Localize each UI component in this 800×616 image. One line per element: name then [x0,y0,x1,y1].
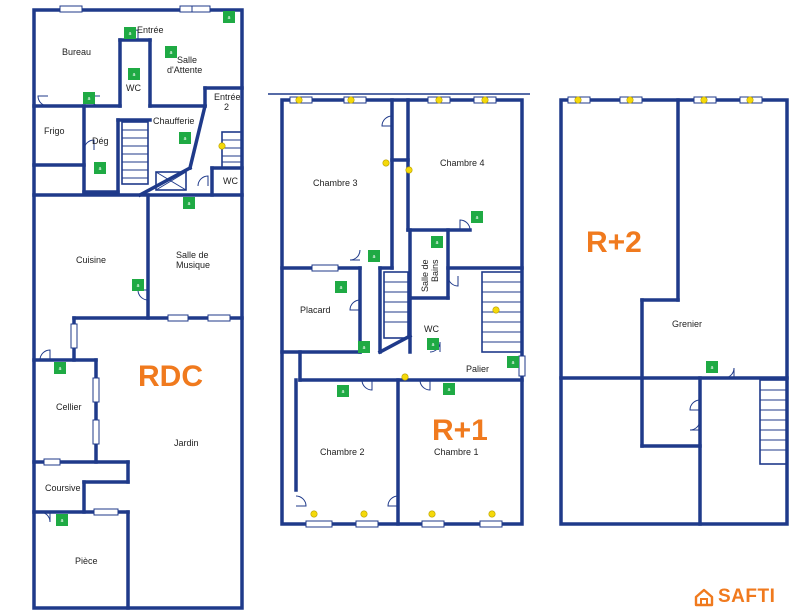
room-jardin: Jardin [174,438,199,448]
sensor-marker: a [706,361,718,373]
r1-stairs [383,271,523,353]
room-entree2-line2: 2 [224,102,229,112]
svg-text:a: a [342,389,345,395]
room-coursive: Coursive [45,483,81,493]
svg-text:a: a [184,136,187,142]
rdc-openings [37,5,231,523]
room-piece: Pièce [75,556,98,566]
room-cuisine: Cuisine [76,255,106,265]
svg-text:a: a [129,31,132,37]
sensor-marker: a [431,236,443,248]
rdc-plan: Entrée Bureau Salle d'Attente Entrée 2 W… [32,5,244,610]
room-sdb-line2: Bains [430,259,440,282]
room-frigo: Frigo [44,126,65,136]
sensor-marker: a [124,27,136,39]
svg-text:a: a [137,283,140,289]
r1-room-labels: Chambre 3 Chambre 4 Salle de Bains Placa… [300,158,489,457]
sensor-marker: a [471,211,483,223]
svg-text:a: a [170,50,173,56]
svg-text:a: a [512,360,515,366]
svg-text:a: a [363,345,366,351]
level-label-rdc: RDC [138,360,203,393]
svg-text:a: a [99,166,102,172]
svg-text:a: a [373,254,376,260]
sensor-marker: a [337,385,349,397]
room-salle-attente-line2: d'Attente [167,65,202,75]
svg-text:a: a [432,342,435,348]
level-label-r1: R+1 [432,414,488,447]
r2-stairs [759,379,788,465]
room-musique-line1: Salle de [176,250,209,260]
svg-text:a: a [228,15,231,21]
lights [218,96,754,518]
sensor-marker: a [183,197,195,209]
svg-text:a: a [448,387,451,393]
room-wc2: WC [223,176,238,186]
room-placard: Placard [300,305,331,315]
svg-text:a: a [711,365,714,371]
room-wc-r1: WC [424,324,439,334]
svg-text:a: a [436,240,439,246]
room-chambre2: Chambre 2 [320,447,365,457]
room-cellier: Cellier [56,402,82,412]
svg-text:a: a [61,518,64,524]
room-entree2-line1: Entrée [214,92,241,102]
house-icon [694,588,714,607]
room-salle-attente-line1: Salle [177,55,197,65]
room-chambre3: Chambre 3 [313,178,358,188]
sensor-marker: a [132,279,144,291]
sensor-marker: a [507,356,519,368]
room-musique-line2: Musique [176,260,210,270]
rdc-room-labels: Entrée Bureau Salle d'Attente Entrée 2 W… [44,25,241,566]
r2-plan: Grenier R+2 [559,96,789,526]
sensor-marker: a [179,132,191,144]
sensors: a a a a a a a a a a a a a a a a a a a a a [54,11,718,526]
level-label-r2: R+2 [586,226,642,259]
sensor-marker: a [335,281,347,293]
sensor-marker: a [94,162,106,174]
svg-text:a: a [188,201,191,207]
sensor-marker: a [54,362,66,374]
svg-text:a: a [133,72,136,78]
room-grenier: Grenier [672,319,702,329]
svg-text:a: a [476,215,479,221]
room-sdb-line1: Salle de [420,259,430,292]
r1-plan: Chambre 3 Chambre 4 Salle de Bains Placa… [268,93,530,528]
room-wc1: WC [126,83,141,93]
sensor-marker: a [368,250,380,262]
sensor-marker: a [128,68,140,80]
sensor-marker: a [165,46,177,58]
svg-text:a: a [88,96,91,102]
room-chaufferie: Chaufferie [153,116,194,126]
sensor-marker: a [358,341,370,353]
room-deg: Dég [92,136,109,146]
room-chambre1: Chambre 1 [434,447,479,457]
sensor-marker: a [56,514,68,526]
svg-text:a: a [340,285,343,291]
r2-openings [567,96,763,431]
safti-logo: SAFTI [694,586,775,608]
room-bureau: Bureau [62,47,91,57]
rdc-stairs [121,121,243,191]
room-palier: Palier [466,364,489,374]
room-chambre4: Chambre 4 [440,158,485,168]
room-entree: Entrée [137,25,164,35]
sensor-marker: a [83,92,95,104]
sensor-marker: a [427,338,439,350]
sensor-marker: a [443,383,455,395]
sensor-marker: a [223,11,235,23]
brand-name: SAFTI [718,586,776,607]
svg-text:a: a [59,366,62,372]
